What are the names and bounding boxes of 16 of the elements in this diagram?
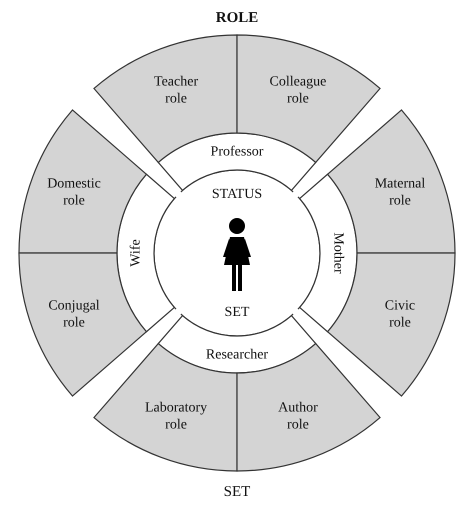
role-label: Maternal role [374, 176, 426, 208]
role-label: Civic role [384, 298, 416, 330]
role-label: Conjugal role [48, 298, 100, 330]
role-label: Domestic role [47, 176, 101, 208]
circle-label: SET [224, 304, 250, 320]
role-label: Teacher role [154, 74, 198, 106]
status-label: Wife [128, 239, 143, 267]
diagram-heading: ROLE [216, 10, 258, 26]
status-label: Professor [210, 144, 264, 159]
status-label: Mother [331, 232, 346, 274]
role-label: Laboratory role [144, 400, 208, 432]
role-label: Author role [278, 400, 318, 432]
status-label: Researcher [206, 347, 268, 362]
circle-label: STATUS [212, 186, 262, 202]
role-label: Colleague role [270, 74, 326, 106]
diagram-heading: SET [224, 484, 250, 500]
